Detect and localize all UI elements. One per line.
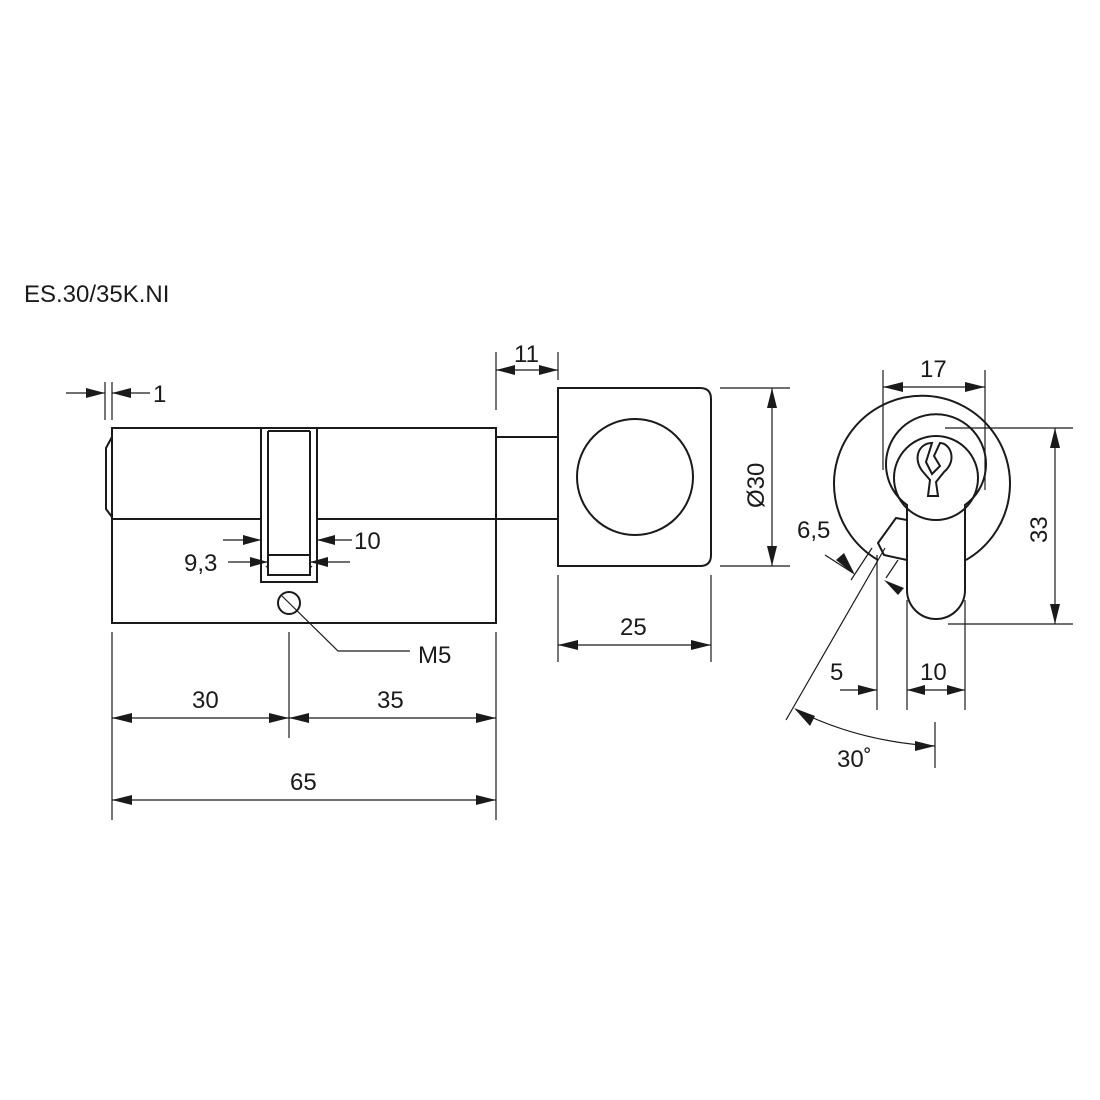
arrowhead xyxy=(243,535,261,545)
arrowhead xyxy=(317,535,335,545)
dimension-line xyxy=(824,554,854,574)
arrowhead xyxy=(112,795,132,805)
rose-circle xyxy=(833,394,1011,561)
dim-cam-inner: 9,3 xyxy=(184,550,217,577)
arrowhead xyxy=(836,553,855,575)
arrowhead xyxy=(947,685,965,695)
dim-total-length: 65 xyxy=(290,769,317,796)
arrowhead xyxy=(1050,604,1060,624)
cam-slot xyxy=(260,428,318,583)
dim-right-length: 35 xyxy=(377,687,404,714)
dim-knob-offset: 11 xyxy=(514,341,539,368)
cam xyxy=(876,516,908,561)
arrowhead xyxy=(767,388,777,408)
dim-knob-diameter: Ø30 xyxy=(743,463,770,508)
cylinder-front-view xyxy=(833,394,1011,620)
extension-line xyxy=(850,547,873,581)
dim-profile-height: 33 xyxy=(1026,516,1053,543)
front-dimension-lines: 17 33 6,5 5 10 30˚ xyxy=(785,356,1073,773)
cam-step xyxy=(265,565,313,569)
arrowhead xyxy=(691,640,711,650)
arrowhead xyxy=(539,365,558,375)
dim-knob-length: 25 xyxy=(620,614,647,641)
arrowhead xyxy=(86,388,105,398)
arrowhead xyxy=(112,713,132,723)
product-code: ES.30/35K.NI xyxy=(24,281,169,308)
arrowhead xyxy=(858,685,877,695)
arrowhead xyxy=(1050,428,1060,448)
screw-leader-line xyxy=(281,595,410,652)
angle-arc xyxy=(795,709,936,747)
nose xyxy=(105,436,113,518)
dimension-lines: 1 11 10 9,3 M5 30 35 65 xyxy=(66,341,790,820)
arrowhead xyxy=(476,713,496,723)
dim-nose-offset: 1 xyxy=(153,381,166,408)
arrowhead xyxy=(907,685,925,695)
arrowhead xyxy=(965,382,985,392)
arrowhead xyxy=(767,546,777,566)
dim-cam-thickness: 6,5 xyxy=(797,517,830,544)
arrowhead xyxy=(558,640,578,650)
arrowhead xyxy=(794,708,815,726)
angle-reference-line xyxy=(785,547,886,721)
arrowhead xyxy=(476,795,496,805)
arrowhead xyxy=(250,557,268,567)
knob-face xyxy=(576,418,694,536)
knob xyxy=(557,387,712,567)
arrowhead xyxy=(112,388,131,398)
arrowhead xyxy=(915,741,935,751)
arrowhead xyxy=(269,713,289,723)
plug-circle xyxy=(893,435,979,521)
profile-outline xyxy=(885,413,987,620)
dim-left-length: 30 xyxy=(192,687,219,714)
arrowhead xyxy=(496,365,515,375)
arrowhead xyxy=(289,713,309,723)
knob-shaft xyxy=(495,436,559,520)
arrowhead xyxy=(310,557,328,567)
keyway-icon xyxy=(916,441,953,497)
cam-inner xyxy=(267,430,311,576)
extension-line xyxy=(885,559,899,579)
dim-slot-width: 10 xyxy=(920,659,947,686)
arrowhead xyxy=(883,382,903,392)
cylinder-body xyxy=(111,427,497,624)
dim-cam-offset: 5 xyxy=(830,659,843,686)
screw-hole xyxy=(277,591,301,615)
dim-cam-outer: 10 xyxy=(354,528,381,555)
dim-cam-angle: 30˚ xyxy=(837,746,872,773)
dim-screw: M5 xyxy=(418,642,451,669)
dim-profile-width: 17 xyxy=(920,356,947,383)
cylinder-side-view xyxy=(105,387,712,652)
arrowhead xyxy=(884,580,904,595)
